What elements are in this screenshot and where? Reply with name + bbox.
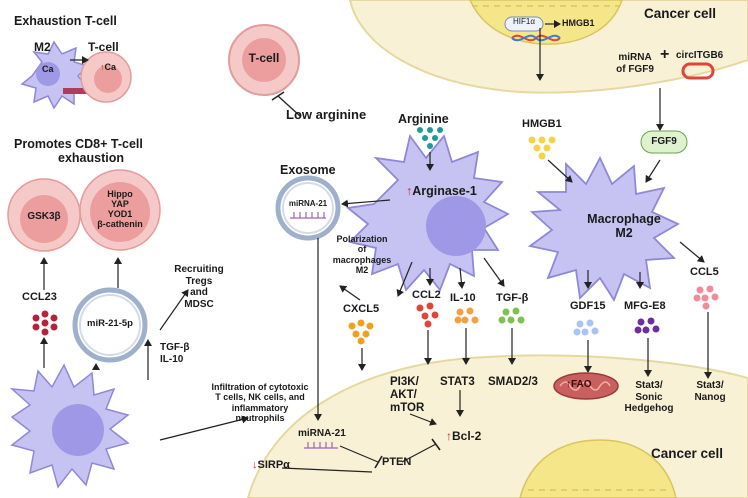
ccl2-dots [416, 302, 439, 328]
low-arginine-label: Low arginine [286, 107, 367, 122]
hippo-cell-icon [79, 169, 161, 251]
mfge8-label: MFG-E8 [624, 300, 666, 312]
smad-label: SMAD2/3 [488, 376, 538, 388]
il10-dots [454, 307, 479, 324]
gdf15-dots [573, 319, 599, 336]
macrophage-bottom-left-icon [9, 363, 130, 489]
gdf15-label: GDF15 [570, 300, 606, 312]
tgfb-label: TGF-β [496, 292, 529, 304]
polarization-label: Polarization of macrophages M2 [332, 234, 392, 276]
exhaustion-title: Exhaustion T-cell [14, 14, 117, 28]
gene-yap: YAP [111, 199, 129, 210]
il10-label: IL-10 [450, 292, 476, 304]
promotes-title: Promotes CD8+ T-cell [14, 137, 143, 151]
hif1a-label: HIF1α [513, 17, 535, 26]
sirpa-label: ↓SIRPα [252, 459, 290, 471]
nucleus-bottom [519, 439, 677, 498]
cancer-cell-top [348, 0, 748, 94]
macrophage-m2-icon [527, 155, 680, 302]
mir-21-5p-label: miR-21-5p [87, 318, 133, 329]
hmgb1-label: HMGB1 [522, 118, 562, 130]
ccl5-dots [693, 285, 719, 310]
macrophage-center-icon [345, 133, 510, 292]
tcell-top-label: T-cell [248, 51, 280, 65]
tcell-small-icon [80, 51, 132, 103]
arginine-dots [417, 127, 443, 149]
exosome-center-icon [275, 175, 341, 241]
arginase-label: ↑Arginase-1 [406, 184, 477, 198]
circitgb6-icon [681, 62, 715, 80]
ca-label-tcell: ↑Ca [100, 62, 117, 72]
cancer-cell-bottom-label: Cancer cell [651, 446, 724, 461]
mirna-fgf9-label: miRNA of FGF9 [616, 52, 654, 75]
gsk3b-cell-icon [7, 178, 81, 252]
mitochondrion-icon [553, 372, 619, 400]
ccl23-dots [32, 310, 58, 336]
synapse-icon [63, 88, 91, 94]
mfge8-dots [634, 317, 660, 334]
m2-label: M2 [34, 40, 51, 54]
cancer-cell-top-label: Cancer cell [644, 6, 717, 21]
ccl23-label: CCL23 [22, 291, 57, 303]
fgf9-pill [640, 130, 688, 154]
infiltration-label: Infiltration of cytotoxic T cells, NK ce… [211, 382, 309, 424]
tgfb-il10-left: TGF-β IL-10 [160, 342, 190, 365]
fgf9-label: FGF9 [651, 136, 677, 147]
tgfb-dots [498, 307, 525, 324]
pten-label: PTEN [382, 456, 412, 468]
recruiting-label: Recruiting Tregs and MDSC [174, 264, 224, 310]
bcl2-label: ↑Bcl-2 [446, 429, 482, 443]
gene-hippo: Hippo [107, 189, 133, 199]
cxcl5-label: CXCL5 [343, 303, 380, 315]
hmgb1-dots [528, 136, 556, 160]
plus-sign: + [660, 46, 670, 63]
arginine-label: Arginine [398, 112, 449, 126]
gene-beta-cathenin: β-cathenin [97, 219, 143, 230]
nucleus-genes: Hippo YAP YOD1 β-cathenin [88, 189, 152, 229]
promotes-title-2: exhaustion [58, 151, 124, 165]
hmgb1-nucleus-label: HMGB1 [562, 18, 595, 28]
cxcl5-dots [348, 319, 374, 345]
exosome-label: Exosome [280, 163, 336, 177]
gene-yod1: YOD1 [107, 209, 133, 220]
cancer-cell-bottom [246, 354, 748, 498]
macrophage-small-icon [20, 40, 90, 110]
mirna-strand-icon [304, 442, 338, 449]
ca-label-macrophage: Ca [42, 64, 54, 74]
hif1a-badge [504, 16, 544, 32]
stat3-sonic-label: Stat3/ Sonic Hedgehog [624, 380, 674, 414]
stat3-label: STAT3 [440, 376, 475, 388]
tcell-top-icon [228, 24, 300, 96]
ccl5-label: CCL5 [690, 266, 719, 278]
exosome-left-icon [72, 287, 148, 363]
circitgb6-label: circITGB6 [676, 50, 724, 61]
dna-icon [511, 34, 561, 42]
stat3-nanog-label: Stat3/ Nanog [694, 380, 726, 403]
mirna21-exosome-label: miRNA-21 [288, 199, 328, 208]
pi3k-akt-mtor-label: PI3K/ AKT/ mTOR [390, 376, 425, 415]
fao-label: ↑FAO [566, 379, 592, 390]
mirna21-bottom-label: miRNA-21 [298, 428, 346, 439]
tcell-small-label: T-cell [88, 40, 119, 54]
gsk3b-label: GSK3β [27, 211, 61, 222]
ccl2-label: CCL2 [412, 289, 441, 301]
macrophage-m2-label: Macrophage M2 [587, 212, 661, 241]
